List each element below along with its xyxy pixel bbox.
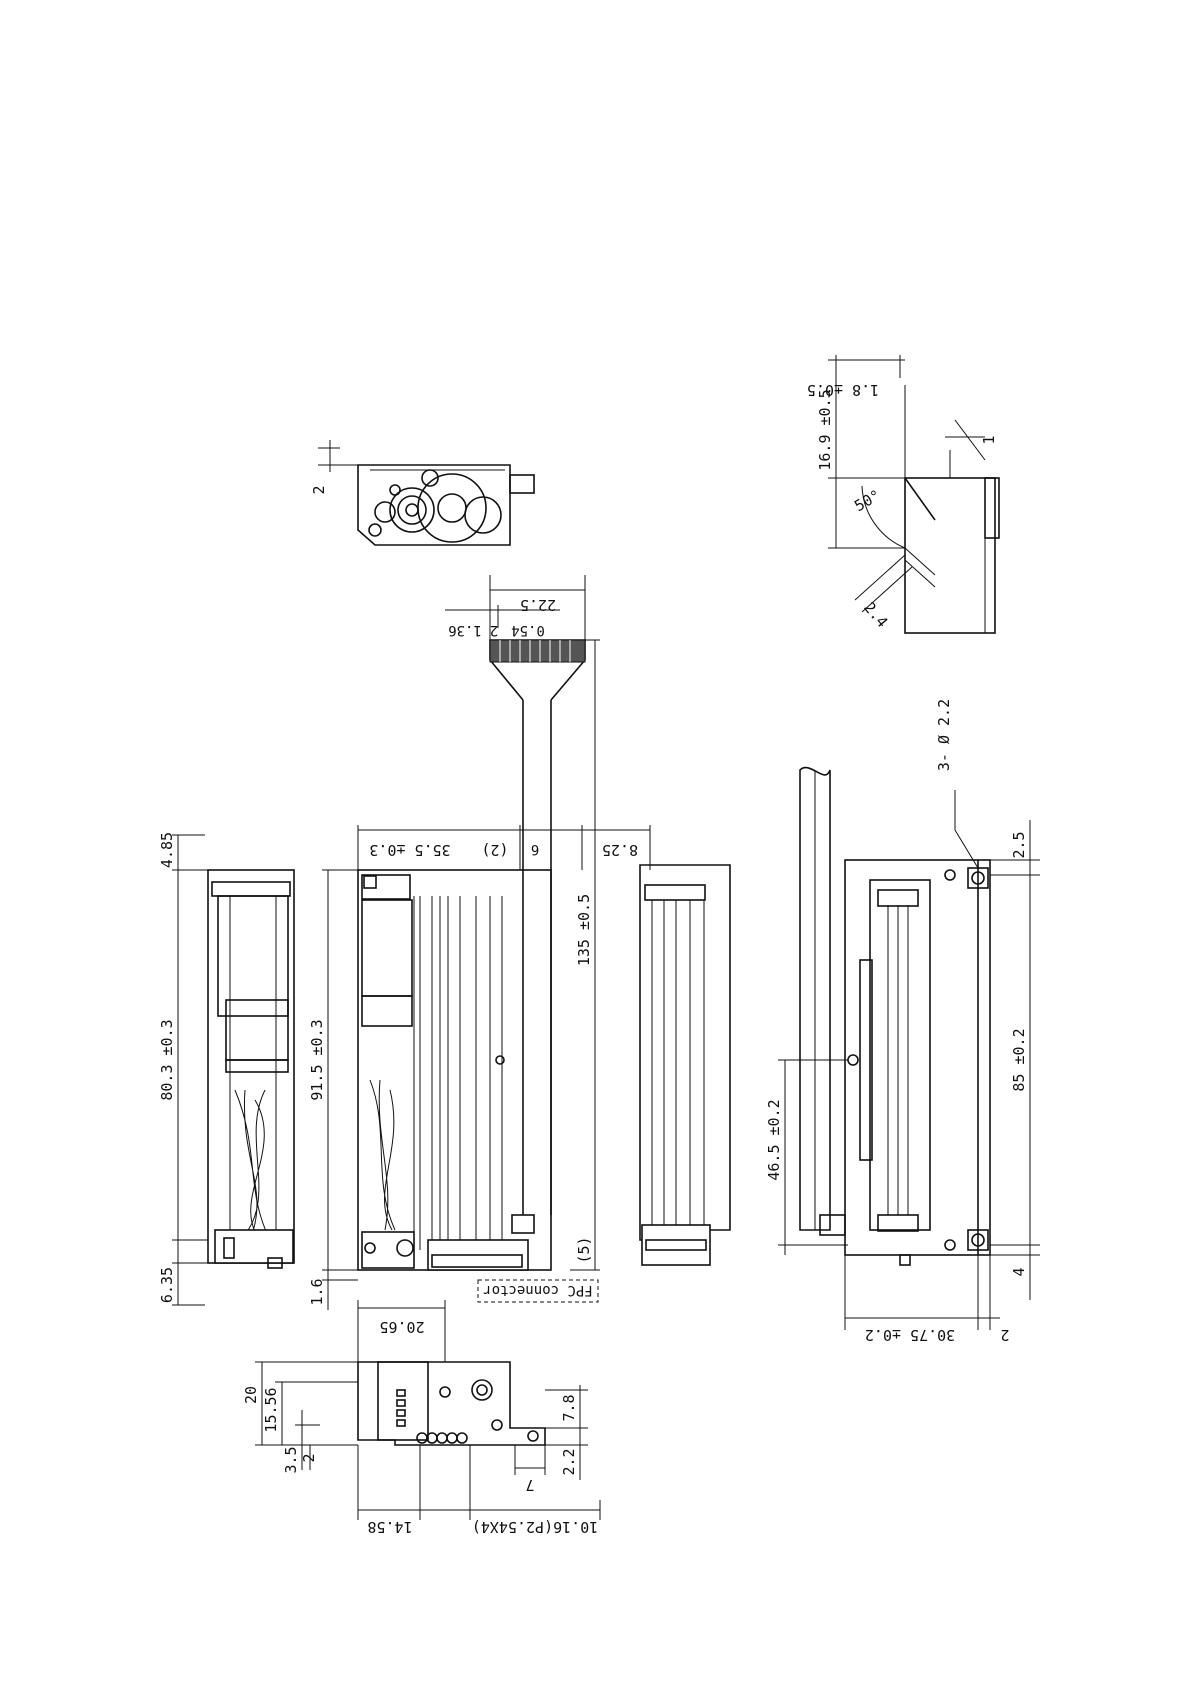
dim-85: 85 ±0.2 [1010, 1028, 1028, 1091]
dim-80-3: 80.3 ±0.3 [158, 1019, 176, 1100]
dim-7-8: 7.8 [560, 1394, 578, 1421]
rear-view [640, 865, 730, 1265]
dim-6: 6 [531, 841, 539, 857]
front-view [800, 768, 990, 1265]
dim-10-16: 10.16(P2.54X4) [472, 1518, 598, 1536]
gear-end-view [358, 465, 534, 545]
dim-50-deg: 50° [851, 486, 883, 515]
dim-6-35: 6.35 [158, 1267, 176, 1303]
fpc-connector-label: FPC connector [483, 1282, 593, 1298]
dim-20: 20 [242, 1386, 260, 1404]
dims-front: 2.5 85 ±0.2 4 3- Ø 2.2 46.5 ±0.2 30.75 ±… [765, 699, 1040, 1344]
dims-detail: 1.8 ±0.5 16.9 ±0.5 50° 2.4 1 [807, 355, 998, 631]
dim-0-54: 0.54 [511, 622, 545, 638]
dim-91-5: 91.5 ±0.3 [308, 1019, 326, 1100]
dim-16-9: 16.9 ±0.5 [816, 389, 834, 470]
dims-fpc: 22.5 0.54 2 1.36 [445, 575, 585, 640]
dim-20-65: 20.65 [379, 1318, 424, 1336]
dim-2-top: 2 [310, 485, 328, 494]
dim-2-left: 2 [300, 1453, 318, 1462]
dim-7: 7 [525, 1476, 534, 1494]
fpc-cable [490, 640, 585, 1215]
dim-35-5: 35.5 ±0.3 [369, 841, 450, 859]
dim-5-paren: (5) [575, 1236, 593, 1263]
dim-2-4: 2.4 [860, 599, 891, 631]
dim-8-25: 8.25 [602, 841, 638, 859]
dim-135: 135 ±0.5 [575, 894, 593, 966]
dim-2-bottom: 2 [1000, 1326, 1009, 1344]
dims-gear: 2 [310, 440, 358, 495]
dim-2-paren: (2) [481, 841, 508, 859]
end-view-bottom [358, 1362, 545, 1445]
dims-main: 91.5 ±0.3 1.6 35.5 ±0.3 (2) 6 8.25 135 ±… [308, 640, 650, 1310]
dims-bottom-left: 20.65 20 15.56 3.5 2 7.8 2.2 7 14.58 10.… [242, 1300, 600, 1536]
dim-4: 4 [1010, 1267, 1028, 1276]
dim-22-5: 22.5 [520, 596, 556, 614]
dim-46-5: 46.5 ±0.2 [765, 1099, 783, 1180]
dim-4-85: 4.85 [158, 832, 176, 868]
dim-1-6: 1.6 [308, 1278, 326, 1305]
dim-3-5: 3.5 [282, 1446, 300, 1473]
dim-2-5: 2.5 [1010, 831, 1028, 858]
dims-left: 4.85 80.3 ±0.3 6.35 [158, 832, 208, 1305]
main-view [358, 870, 551, 1270]
dim-14-58: 14.58 [367, 1518, 412, 1536]
dim-3-holes: 3- Ø 2.2 [935, 699, 953, 771]
dim-2-2: 2.2 [560, 1448, 578, 1475]
dim-1-right: 1 [980, 435, 998, 444]
dim-30-75: 30.75 ±0.2 [865, 1326, 955, 1344]
dim-2-small: 2 [490, 622, 498, 638]
dim-1-36: 1.36 [448, 622, 482, 638]
dim-15-56: 15.56 [262, 1387, 280, 1432]
side-view-left [208, 870, 294, 1268]
